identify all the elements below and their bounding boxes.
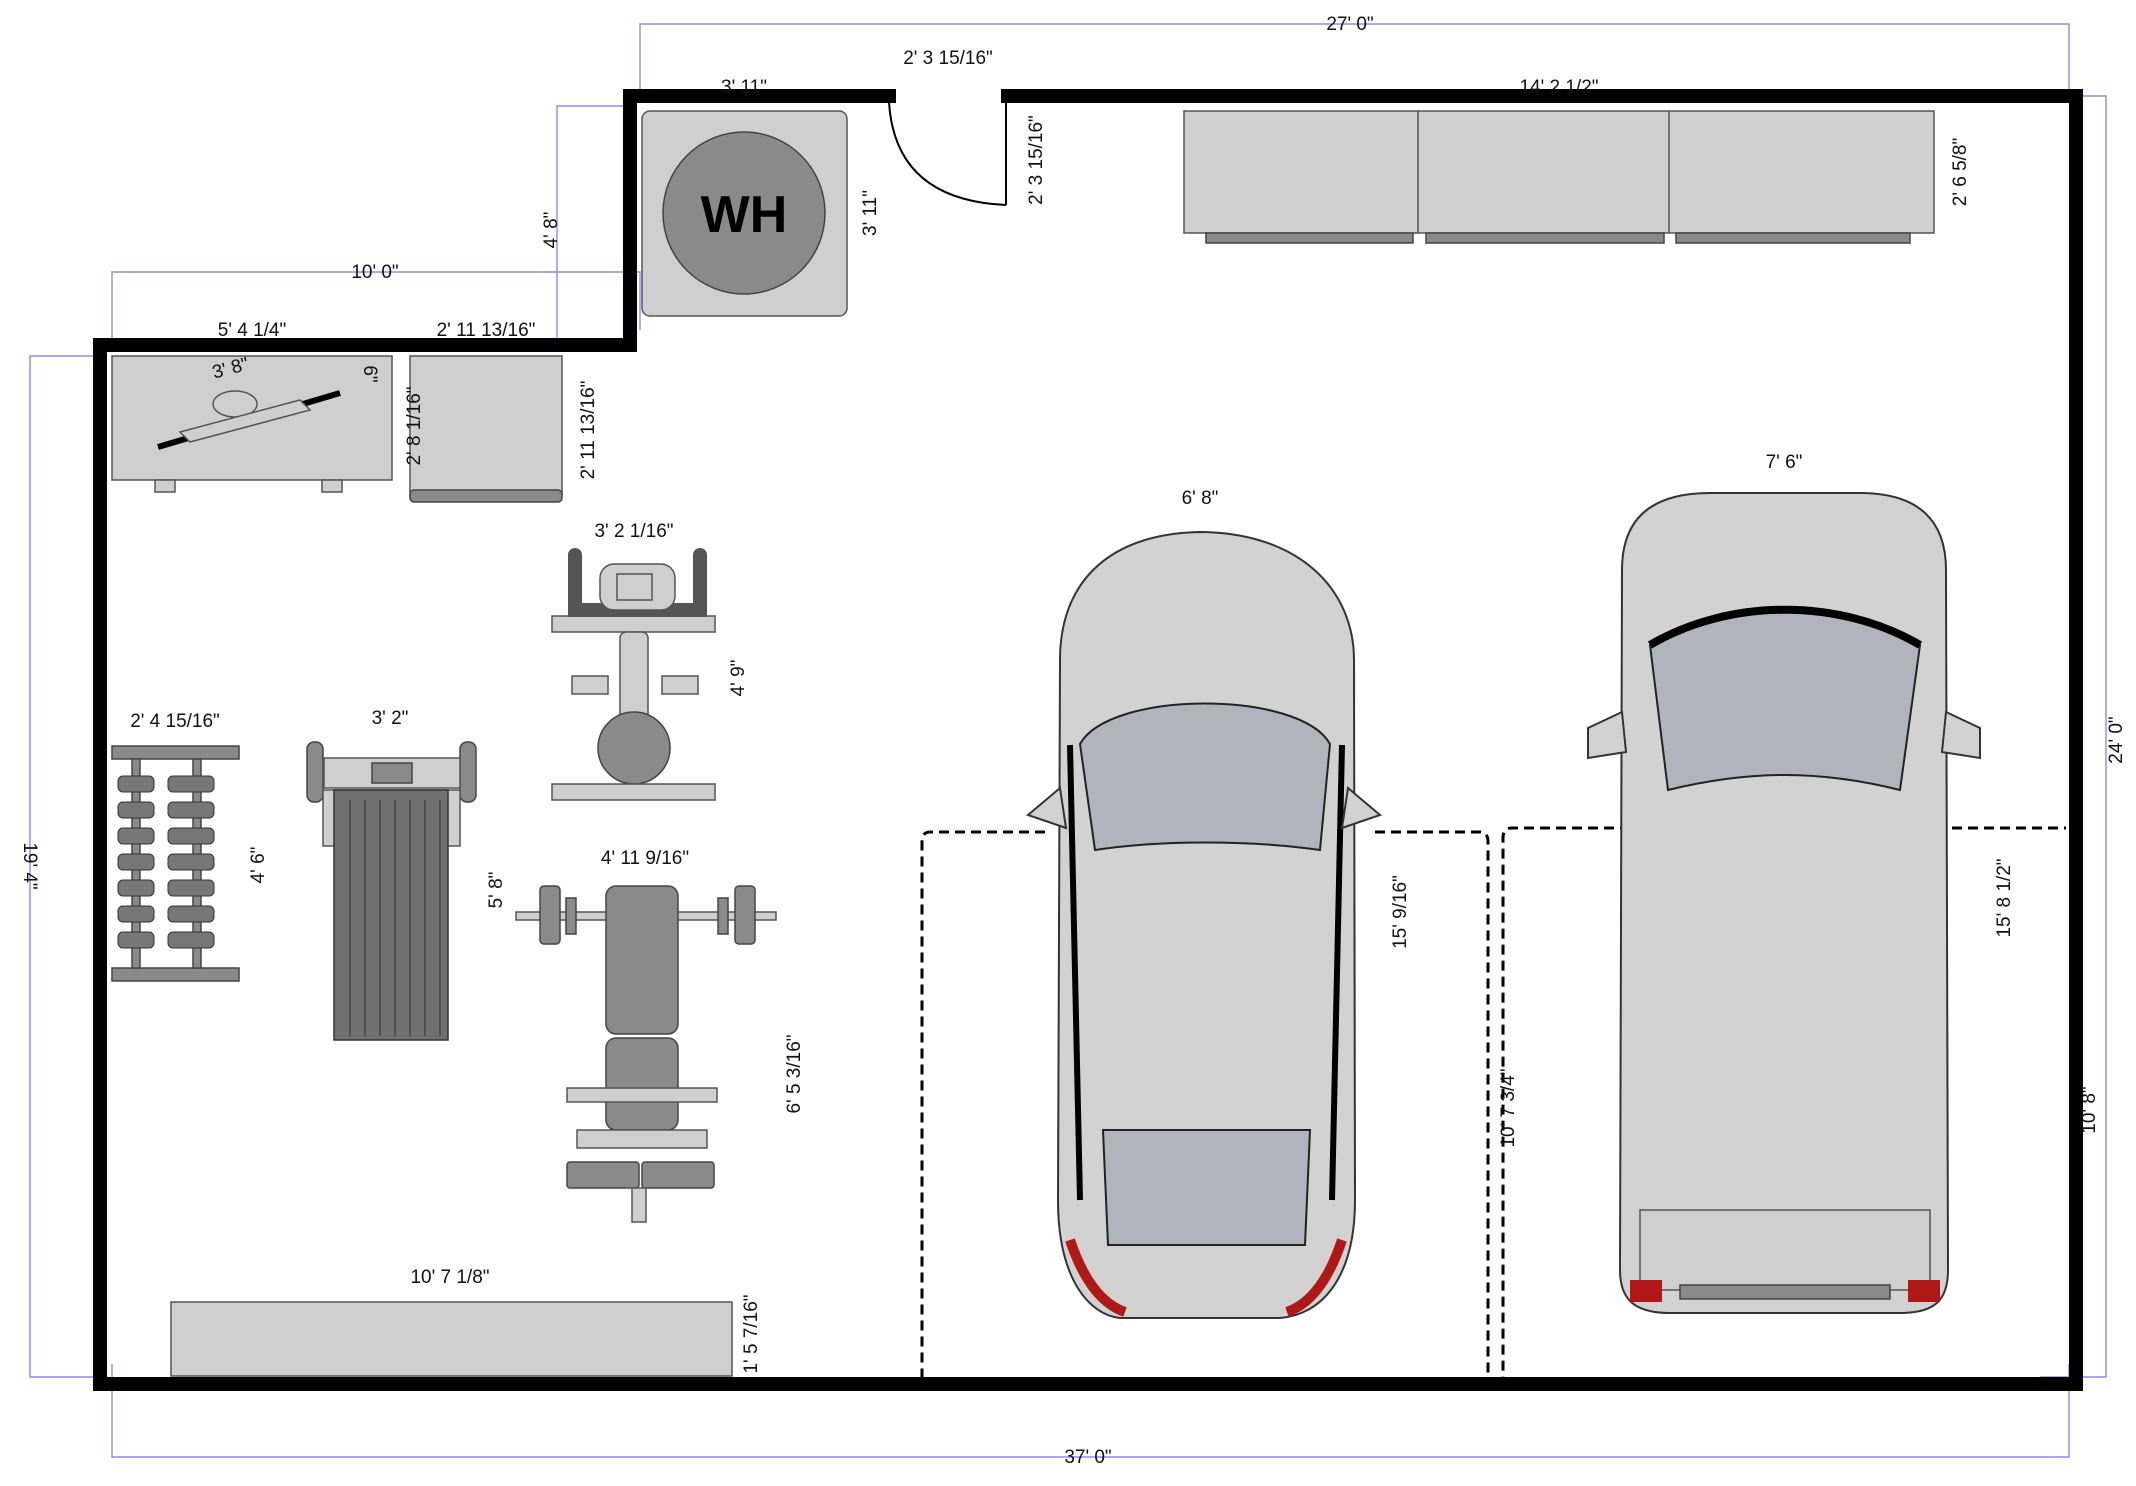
weight-bench (515, 885, 777, 1223)
dim-door-swing: 2' 3 15/16" (1026, 115, 1047, 205)
dim-rack-width: 2' 4 15/16" (130, 711, 220, 732)
dim-treadmill-depth: 5' 8" (486, 872, 507, 909)
dim-bay2-width: 10' 7 3/4" (1498, 1068, 1519, 1147)
parking-bays (920, 826, 2066, 1388)
exercise-bike (551, 548, 716, 801)
dimension-labels: 27' 0" 37' 0" 24' 0" 19' 4" 10' 0" 4' 8"… (19, 14, 2127, 1468)
dim-alcove-height: 4' 8" (541, 212, 562, 249)
dim-cabinet-depth: 2' 11 13/16" (578, 381, 599, 480)
treadmill (306, 741, 477, 1041)
dim-bench-depth: 6' 5 3/16" (784, 1034, 805, 1113)
bottom-counter (170, 1301, 733, 1377)
dim-sedan-width: 6' 8" (1182, 488, 1219, 509)
dim-treadmill-width: 3' 2" (372, 708, 409, 729)
dim-bottom-width: 37' 0" (1064, 1447, 1111, 1468)
dim-bottom-counter-length: 10' 7 1/8" (410, 1267, 489, 1288)
dumbbell-rack (111, 745, 240, 982)
dim-workbench-height: 6" (359, 365, 380, 382)
walls (93, 89, 2083, 1391)
dim-wh-depth: 3' 11" (860, 190, 881, 236)
dim-bay1-length: 15' 9/16" (1390, 875, 1411, 949)
water-heater: WH (641, 110, 848, 317)
dim-workbench-width: 5' 4 1/4" (218, 320, 286, 341)
dim-left-section: 10' 0" (351, 262, 398, 283)
sedan-car (1026, 530, 1382, 1319)
door (888, 101, 1007, 206)
dim-bottom-counter-depth: 1' 5 7/16" (741, 1294, 762, 1373)
dim-suv-width: 7' 6" (1766, 452, 1803, 473)
dim-bike-depth: 4' 9" (728, 660, 749, 697)
suv-car (1587, 492, 1981, 1314)
dim-bay2-length: 15' 8 1/2" (1994, 858, 2015, 937)
dim-door-width: 2' 3 15/16" (903, 48, 993, 69)
dim-wh-width: 3' 11" (721, 77, 767, 98)
dim-right-gap: 10' 8" (2079, 1086, 2100, 1133)
water-heater-label: WH (701, 186, 788, 244)
dim-left-height: 19' 4" (19, 842, 40, 889)
dim-cabinet-width: 2' 11 13/16" (437, 320, 536, 341)
dim-cabinet-inner: 2' 8 1/16" (404, 386, 425, 465)
dim-bike-width: 3' 2 1/16" (594, 521, 673, 542)
dim-top-width: 27' 0" (1326, 14, 1373, 35)
dim-counter-depth: 2' 6 5/8" (1950, 138, 1971, 206)
workbench-saw (111, 355, 393, 493)
dim-rack-depth: 4' 6" (248, 847, 269, 884)
dim-bench-width: 4' 11 9/16" (601, 848, 689, 869)
cabinet (409, 355, 563, 503)
dim-counter-length: 14' 2 1/2" (1519, 77, 1598, 98)
top-counter (1183, 110, 1935, 244)
dim-right-height: 24' 0" (2106, 716, 2127, 763)
